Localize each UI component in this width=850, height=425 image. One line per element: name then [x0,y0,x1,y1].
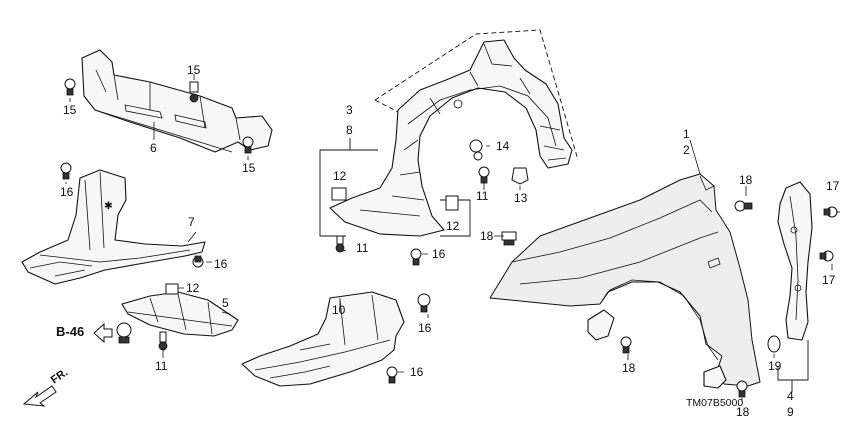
callout-14: 14 [496,139,510,153]
callout-12: 12 [333,169,347,183]
callout-15: 15 [187,63,201,77]
callout-18: 18 [739,173,753,187]
front-direction-indicator: FR. [22,366,70,407]
fastener-18-a [501,231,517,246]
callout-9: 9 [787,405,794,419]
fastener-14 [469,139,483,161]
callout-18: 18 [736,405,750,419]
fastener-17-b [819,250,834,262]
front-arrow-icon [22,385,57,407]
bracket-3-8 [319,138,378,237]
asterisk-mark: ✱ [104,200,113,212]
callout-19: 19 [768,359,782,373]
diagram-code: TM07B5000 [686,397,743,409]
callout-8: 8 [346,123,353,137]
callout-18: 18 [622,361,636,375]
fastener-18-b [734,200,753,212]
fastener-16-c [410,248,422,266]
fastener-15-a [64,78,76,96]
liner-dashed-outline [374,29,579,161]
fastener-17-a [823,206,838,218]
fastener-16-d [417,293,431,313]
callout-1: 1 [683,127,690,141]
callout-11: 11 [476,189,489,203]
under-cover-part-10 [241,291,405,387]
callout-2: 2 [683,143,690,157]
fastener-b46-clip [116,322,132,344]
bracket-4-9 [777,340,809,392]
fastener-16-e [386,366,398,384]
callout-11: 11 [356,241,369,255]
fastener-12-b [331,187,347,201]
fastener-15-c [242,136,254,154]
callout-15: 15 [242,161,256,175]
callout-12: 12 [446,219,460,233]
fastener-11-c [478,166,490,184]
callout-17: 17 [822,273,836,287]
fastener-12-c [445,195,459,211]
fastener-15-b [189,81,199,103]
callout-12: 12 [186,281,200,295]
callout-10: 10 [332,303,346,317]
callout-6: 6 [150,141,157,155]
callout-18: 18 [480,229,494,243]
fastener-18-d [736,380,748,398]
fastener-11-b [335,235,345,253]
under-cover-part-7: ✱ [21,169,206,285]
fastener-12-a [165,283,179,295]
splash-cover-part-5 [121,291,239,337]
callout-11: 11 [155,359,168,373]
reference-label: B-46 [56,324,84,339]
fender-liner-part-3-8 [329,39,573,237]
front-direction-label: FR. [49,366,70,386]
front-fender-part-1-2 [489,173,761,389]
callout-15: 15 [63,103,77,117]
callout-16: 16 [410,365,424,379]
callout-7: 7 [188,215,195,229]
callout-16: 16 [418,321,432,335]
callout-16: 16 [214,257,228,271]
fastener-11-a [158,331,168,351]
fastener-19 [767,335,781,353]
callout-13: 13 [514,191,528,205]
fender-bracket-part-4-9 [777,181,813,341]
fastener-16-a [60,162,72,180]
callout-16: 16 [432,247,446,261]
callout-5: 5 [222,296,229,310]
callout-4: 4 [787,389,794,403]
callout-17: 17 [826,179,840,193]
fastener-18-c [620,336,632,354]
callout-16: 16 [60,185,74,199]
reference-arrow-icon [93,322,113,344]
callout-3: 3 [346,103,353,117]
fastener-16-b [192,255,204,268]
leader-lines [65,74,840,402]
splash-shield-bracket-part-6 [81,49,273,153]
fastener-13 [511,167,529,185]
